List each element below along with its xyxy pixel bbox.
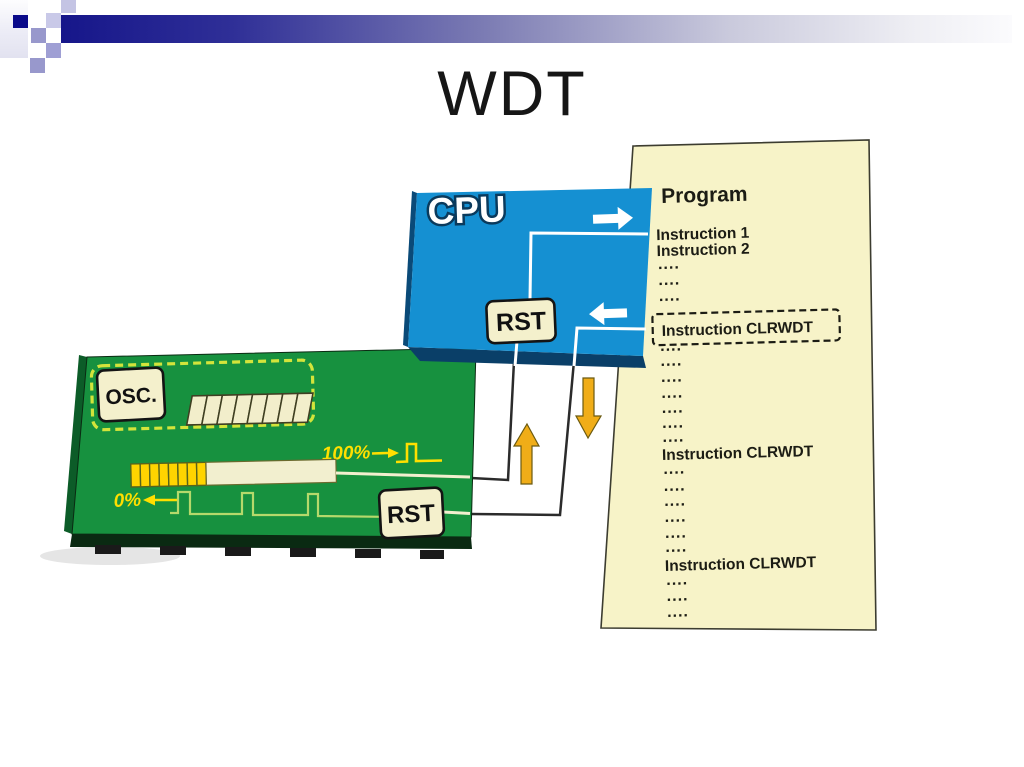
bar-segment [167, 462, 179, 487]
reset-pulse-waveform [170, 490, 397, 519]
decor-strip [0, 0, 28, 58]
osc-box: OSC. [95, 366, 167, 423]
bar-segment [158, 462, 170, 488]
board-feet [95, 545, 444, 559]
board-bottom-side [70, 534, 472, 549]
program-line: .... [662, 414, 684, 432]
program-line: .... [661, 384, 683, 402]
program-line: .... [662, 399, 684, 417]
slide-title: WDT [437, 59, 587, 129]
board-shadow [40, 547, 180, 565]
down-arrow-icon [574, 377, 603, 440]
up-arrow-icon [512, 422, 541, 485]
wire-cpu-to-wdt-clear [470, 360, 576, 517]
program-line: .... [664, 477, 686, 495]
program-listing: Program Instruction 1 Instruction 2 ....… [651, 183, 842, 621]
program-line: .... [665, 524, 687, 542]
program-line-clrwdt: Instruction CLRWDT [665, 554, 817, 575]
cpu-bottom-side [408, 347, 646, 368]
bar-segment [176, 462, 189, 487]
bar-remainder [205, 458, 338, 486]
bar-segment [139, 462, 151, 488]
board-face [71, 347, 477, 538]
cpu-fetch-trace [528, 231, 649, 301]
decor-square [61, 0, 76, 13]
program-line: .... [662, 428, 684, 446]
program-line: .... [663, 460, 685, 478]
osc-label: OSC. [105, 384, 157, 410]
program-line: .... [658, 272, 680, 290]
program-line-clrwdt: Instruction CLRWDT [662, 443, 814, 464]
program-line: .... [666, 587, 688, 605]
program-line: .... [659, 288, 681, 306]
program-line: .... [664, 508, 686, 526]
program-line: .... [665, 538, 687, 556]
trace-rst-out [442, 510, 471, 515]
program-panel [600, 139, 877, 631]
wdt-rst-label: RST [386, 500, 436, 529]
cpu-label: CPU [427, 188, 507, 232]
program-line: .... [661, 368, 683, 386]
program-title: Program [661, 183, 748, 208]
header-bar [61, 15, 1012, 43]
bar-segment [130, 463, 142, 488]
bar-segment [186, 461, 198, 487]
program-line: Instruction 2 [656, 241, 749, 260]
program-line: .... [666, 571, 688, 589]
wdt-board: OSC. 100% 0% [40, 347, 477, 565]
wdt-rst-box: RST [377, 486, 446, 540]
wire-wdt-to-cpu-reset [470, 360, 516, 482]
bar-segment [148, 462, 161, 488]
decor-square [46, 43, 61, 58]
program-line: Instruction 1 [656, 225, 750, 244]
cpu-block: CPU RST [403, 186, 652, 368]
program-line: .... [667, 603, 689, 621]
register-cells [185, 392, 314, 426]
decor-square [46, 13, 61, 28]
decor-square [31, 28, 46, 43]
right-arrow-icon [388, 448, 399, 458]
pulse-icon [395, 442, 443, 464]
cpu-rst-label: RST [495, 307, 546, 337]
program-line: .... [660, 352, 682, 370]
program-line: .... [658, 256, 680, 274]
cpu-rst-box: RST [485, 297, 557, 345]
watchdog-bar [130, 458, 338, 488]
osc-dashed-outline [89, 358, 316, 432]
label-0pct: 0% [113, 490, 142, 512]
clear-pulse-arrow [143, 494, 178, 506]
program-line-clrwdt: Instruction CLRWDT [662, 319, 814, 340]
decor-square [30, 58, 45, 73]
trace-overflow-out [335, 471, 471, 479]
bar-segment [195, 461, 208, 487]
cpu-clrwdt-trace [572, 326, 647, 367]
register-cell [291, 392, 314, 424]
return-arrow-icon [589, 302, 628, 326]
left-arrow-icon [143, 494, 155, 506]
board-left-side [64, 355, 87, 534]
full-pulse-arrow [371, 442, 443, 464]
clrwdt-dashed-box [651, 308, 842, 347]
cpu-reset-trace [513, 340, 519, 367]
decor-square-navy [13, 15, 28, 28]
program-line: .... [660, 337, 682, 355]
fetch-arrow-icon [592, 206, 634, 230]
program-line: .... [664, 492, 686, 510]
cpu-left-side [403, 191, 417, 347]
